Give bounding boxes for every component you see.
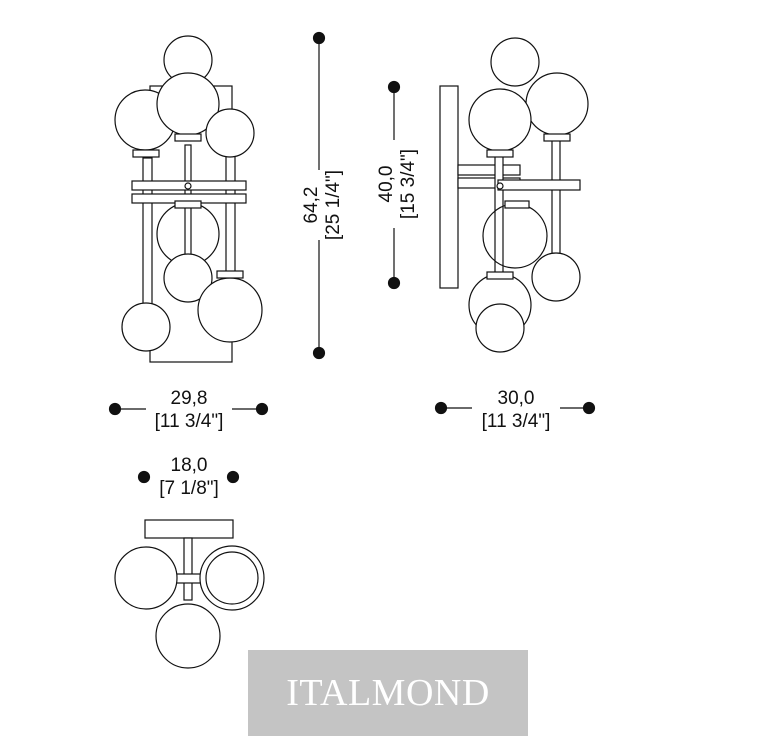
top-wall-plate bbox=[144, 519, 234, 539]
watermark-text: ITALMOND bbox=[286, 672, 490, 714]
dim-dot bbox=[387, 276, 401, 290]
top-globe-inner bbox=[205, 551, 259, 605]
front-globe-cap bbox=[174, 133, 202, 142]
side-globe-cap bbox=[486, 149, 514, 158]
side-height-cm: 40,0 bbox=[376, 166, 397, 203]
side-view bbox=[439, 37, 589, 353]
dim-dot bbox=[434, 401, 448, 415]
side-arm bbox=[457, 164, 521, 176]
side-width-cm: 30,0 bbox=[498, 388, 535, 409]
side-globe-behind bbox=[482, 203, 548, 269]
front-globe bbox=[163, 253, 213, 303]
dim-dot bbox=[255, 402, 269, 416]
side-rod bbox=[551, 135, 561, 257]
side-wall-plate bbox=[439, 85, 459, 289]
dim-dot bbox=[312, 31, 326, 45]
watermark-box: ITALMOND bbox=[248, 650, 528, 736]
side-globe bbox=[531, 252, 581, 302]
side-globe-cap bbox=[504, 200, 530, 209]
side-hub bbox=[496, 182, 504, 190]
front-rod-left bbox=[142, 157, 153, 307]
front-globe bbox=[205, 108, 255, 158]
front-hub bbox=[184, 182, 192, 190]
dim-dot bbox=[137, 470, 151, 484]
front-globe bbox=[121, 302, 171, 352]
side-globe bbox=[475, 303, 525, 353]
top-globe bbox=[114, 546, 178, 610]
side-crossbar bbox=[497, 179, 581, 191]
front-height-in: [25 1/4"] bbox=[323, 170, 344, 240]
top-depth-in: [7 1/8"] bbox=[159, 478, 219, 499]
front-rod-right bbox=[225, 154, 236, 276]
dim-dot bbox=[387, 80, 401, 94]
side-globe bbox=[525, 72, 589, 136]
dim-dot bbox=[582, 401, 596, 415]
front-globe-cap bbox=[132, 149, 160, 158]
side-globe-cap bbox=[486, 271, 514, 280]
dim-dot bbox=[226, 470, 240, 484]
dimensions bbox=[108, 31, 596, 484]
top-depth-cm: 18,0 bbox=[171, 455, 208, 476]
dimension-labels: 64,2 [25 1/4"] 40,0 [15 3/4"] 29,8 [11 3… bbox=[155, 149, 551, 499]
side-globe bbox=[490, 37, 540, 87]
front-width-cm: 29,8 bbox=[171, 388, 208, 409]
front-view bbox=[114, 35, 263, 363]
side-globe bbox=[468, 88, 532, 152]
top-view bbox=[114, 519, 265, 669]
side-globe-cap bbox=[543, 133, 571, 142]
front-height-cm: 64,2 bbox=[301, 187, 322, 224]
front-globe-cap bbox=[174, 200, 202, 209]
front-globe-cap bbox=[216, 270, 244, 279]
dim-dot bbox=[108, 402, 122, 416]
front-width-in: [11 3/4"] bbox=[155, 411, 224, 432]
side-height-in: [15 3/4"] bbox=[398, 149, 419, 219]
top-stem bbox=[183, 537, 193, 601]
top-globe bbox=[155, 603, 221, 669]
front-globe bbox=[197, 277, 263, 343]
dim-dot bbox=[312, 346, 326, 360]
side-width-in: [11 3/4"] bbox=[482, 411, 551, 432]
